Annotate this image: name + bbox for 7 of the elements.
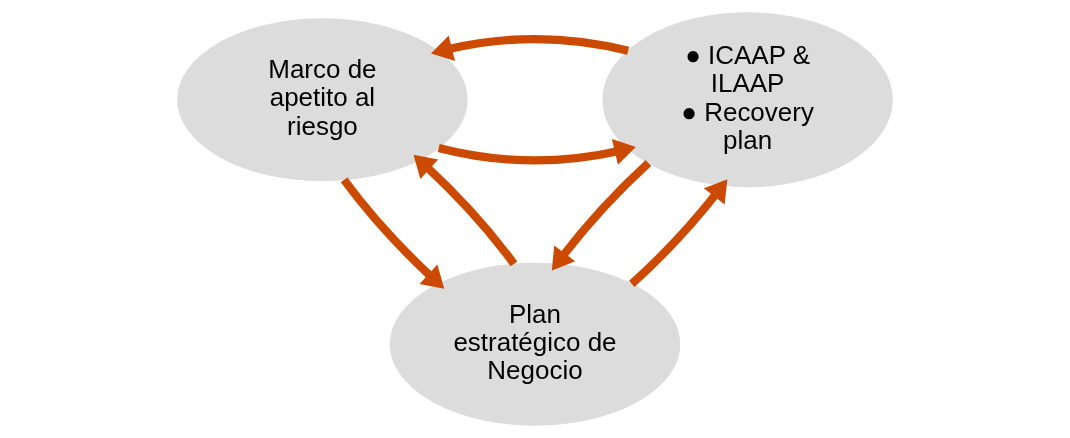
arrow (629, 179, 728, 287)
arrow (437, 139, 636, 165)
arrow (551, 159, 652, 271)
arrow (413, 154, 518, 267)
arrow (431, 34, 630, 62)
node-ellipse: ● ICAAP & ILAAP ● Recovery plan (602, 12, 893, 188)
arrow (340, 177, 445, 289)
